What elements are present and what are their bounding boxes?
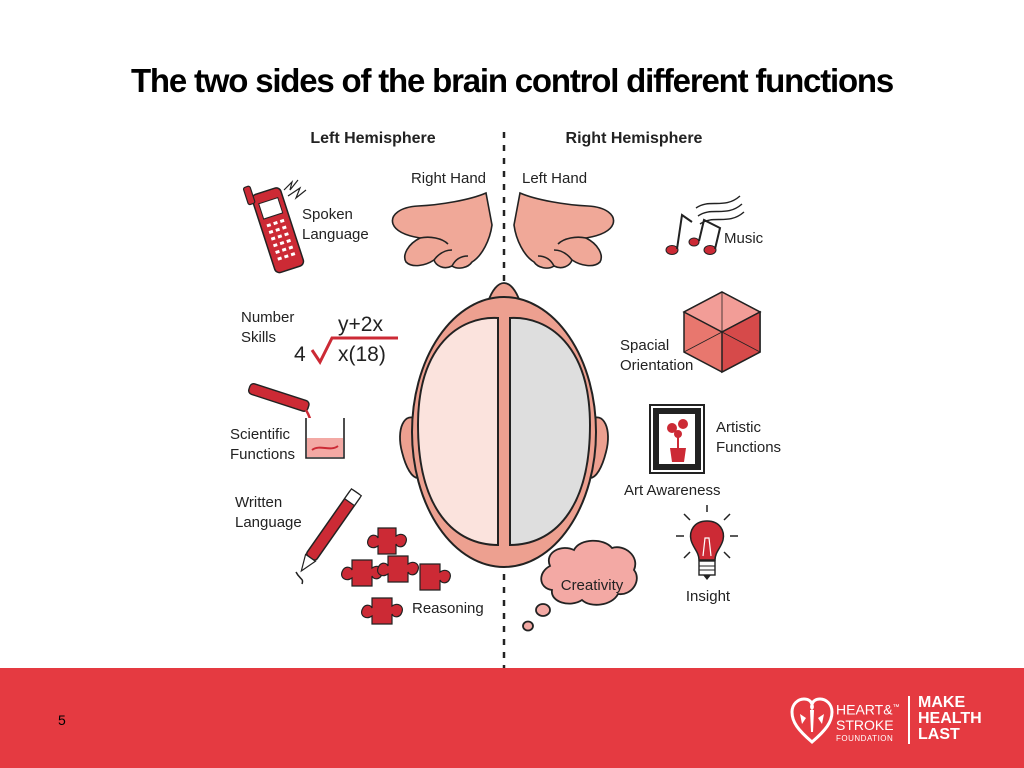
creativity-label: Creativity bbox=[561, 577, 624, 594]
right-hand-icon bbox=[391, 191, 493, 269]
left-hemisphere-header: Left Hemisphere bbox=[310, 130, 435, 147]
page-number: 5 bbox=[58, 712, 66, 728]
head-icon bbox=[399, 282, 609, 568]
number-skills-label: Number Skills bbox=[241, 309, 299, 346]
left-hand-label: Left Hand bbox=[522, 170, 587, 187]
right-brain bbox=[509, 316, 592, 547]
org-line-1: HEART& bbox=[836, 701, 893, 718]
framed-picture-icon bbox=[649, 404, 705, 474]
beaker-icon bbox=[305, 418, 345, 459]
right-hand-label: Right Hand bbox=[411, 170, 486, 187]
heart-and-stroke-logo[interactable]: HEART&™ STROKE FOUNDATION MAKE HEALTH LA… bbox=[790, 694, 1010, 746]
org-name: HEART&™ STROKE FOUNDATION bbox=[836, 700, 900, 745]
scientific-functions-label: Scientific Functions bbox=[230, 426, 295, 463]
spacial-orientation-label: Spacial Orientation bbox=[620, 337, 693, 374]
pen-icon bbox=[295, 488, 363, 585]
slogan-line-3: LAST bbox=[918, 726, 960, 743]
reasoning-label: Reasoning bbox=[412, 600, 484, 617]
insight-label: Insight bbox=[686, 588, 731, 605]
spoken-language-label: Spoken Language bbox=[302, 206, 369, 243]
music-notes-icon bbox=[665, 195, 745, 255]
cell-phone-icon bbox=[242, 179, 307, 274]
artistic-functions-label: Artistic Functions bbox=[716, 419, 781, 456]
slogan-line-2: HEALTH bbox=[918, 710, 982, 727]
trademark: ™ bbox=[892, 704, 900, 711]
org-line-2: STROKE bbox=[836, 716, 894, 733]
thought-bubble-icon bbox=[522, 539, 638, 632]
slide-title: The two sides of the brain control diffe… bbox=[130, 62, 894, 99]
written-language-label: Written Language bbox=[235, 494, 302, 531]
art-awareness-label: Art Awareness bbox=[624, 482, 720, 499]
logo-divider bbox=[908, 696, 910, 744]
slogan: MAKE HEALTH LAST bbox=[918, 695, 982, 743]
light-bulb-icon bbox=[676, 505, 738, 580]
heart-torch-icon bbox=[790, 697, 834, 744]
footer-bar bbox=[0, 668, 1024, 768]
math-quotient: y+2x bbox=[338, 313, 383, 336]
left-brain bbox=[416, 316, 499, 547]
math-dividend: x(18) bbox=[338, 343, 386, 366]
math-divisor: 4 bbox=[294, 343, 306, 366]
left-hand-icon bbox=[513, 191, 615, 269]
division-bracket bbox=[310, 336, 398, 365]
slogan-line-1: MAKE bbox=[918, 694, 966, 711]
cube-icon bbox=[682, 291, 762, 374]
puzzle-icon bbox=[341, 527, 451, 625]
right-hemisphere-header: Right Hemisphere bbox=[566, 130, 703, 147]
org-line-3: FOUNDATION bbox=[836, 733, 894, 743]
music-label: Music bbox=[724, 230, 764, 247]
